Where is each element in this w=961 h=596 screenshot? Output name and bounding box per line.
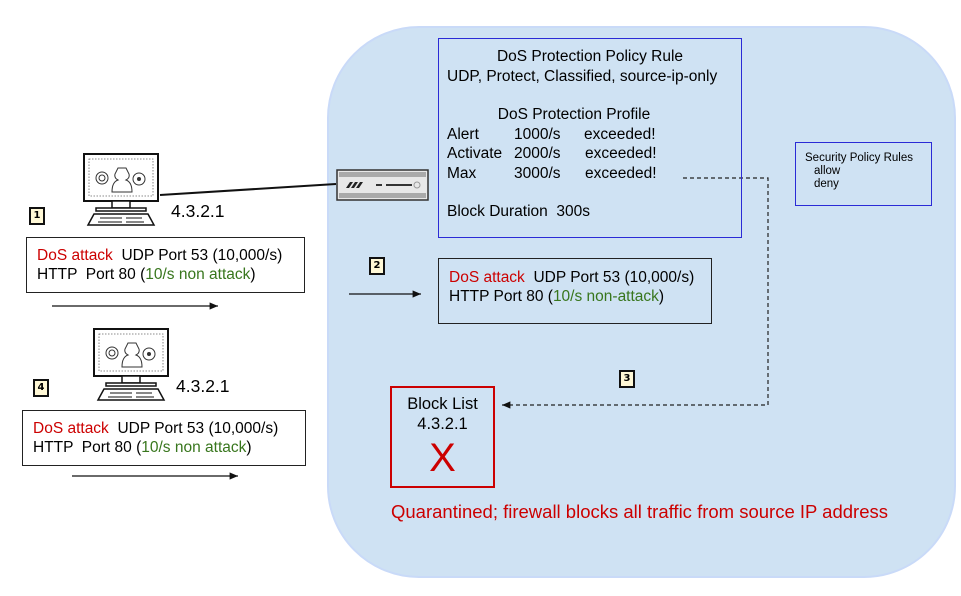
attack-label: DoS attack bbox=[33, 420, 109, 437]
step-badge-1: 1 bbox=[29, 207, 45, 225]
attack-line: DoS attack UDP Port 53 (10,000/s) bbox=[33, 420, 279, 437]
blocked-x-icon: X bbox=[429, 436, 456, 480]
attacker-computer-icon bbox=[83, 153, 159, 226]
policy-rule-settings: UDP, Protect, Classified, source-ip-only bbox=[447, 67, 718, 85]
block-list-box: Block List 4.3.2.1 X bbox=[390, 386, 495, 488]
security-rule: deny bbox=[814, 178, 839, 190]
traffic-box-step-1: DoS attack UDP Port 53 (10,000/s) HTTP P… bbox=[26, 237, 305, 293]
block-duration: Block Duration 300s bbox=[447, 203, 591, 220]
attacker-computer-icon bbox=[93, 328, 169, 401]
attack-line: DoS attack UDP Port 53 (10,000/s) bbox=[37, 247, 283, 264]
traffic-box-step-4: DoS attack UDP Port 53 (10,000/s) HTTP P… bbox=[22, 410, 306, 466]
attacker-ip-label: 4.3.2.1 bbox=[176, 376, 230, 396]
security-policy-title: Security Policy Rules bbox=[805, 152, 914, 164]
quarantine-note: Quarantined; firewall blocks all traffic… bbox=[391, 501, 888, 522]
http-line: HTTP Port 80 (10/s non attack) bbox=[33, 439, 252, 456]
attacker-ip-label: 4.3.2.1 bbox=[171, 201, 225, 221]
attack-label: DoS attack bbox=[449, 269, 525, 286]
block-action-dashed-arrow bbox=[502, 177, 769, 409]
attacker-firewall-link bbox=[159, 183, 337, 196]
profile-title: DoS Protection Profile bbox=[497, 106, 651, 123]
step-badge-3: 3 bbox=[619, 370, 635, 388]
step-badge-4: 4 bbox=[33, 379, 49, 397]
block-list-title: Block List bbox=[407, 395, 478, 413]
policy-rule-title: DoS Protection Policy Rule bbox=[496, 48, 684, 65]
attack-label: DoS attack bbox=[37, 247, 113, 264]
traffic-box-step-2: DoS attack UDP Port 53 (10,000/s) HTTP P… bbox=[438, 258, 712, 324]
http-line: HTTP Port 80 (10/s non attack) bbox=[37, 266, 256, 283]
attack-line: DoS attack UDP Port 53 (10,000/s) bbox=[449, 269, 695, 286]
step-badge-2: 2 bbox=[369, 257, 385, 275]
http-line: HTTP Port 80 (10/s non-attack) bbox=[449, 288, 665, 305]
blocked-ip: 4.3.2.1 bbox=[417, 415, 468, 433]
firewall-appliance-icon bbox=[336, 169, 429, 201]
dos-policy-box: DoS Protection Policy Rule UDP, Protect,… bbox=[438, 38, 742, 238]
security-rule: allow bbox=[814, 165, 841, 177]
security-policy-box: Security Policy Rules allow deny bbox=[795, 142, 932, 206]
